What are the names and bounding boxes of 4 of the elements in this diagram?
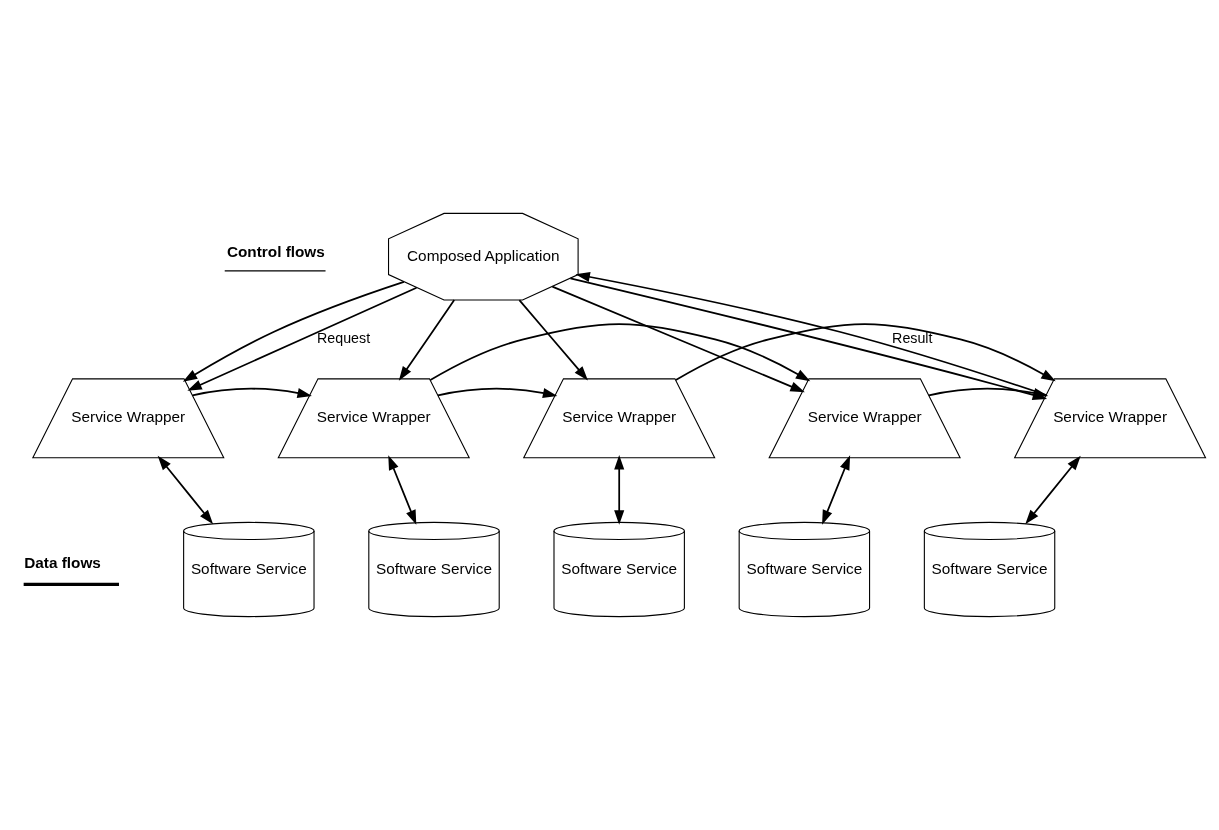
edge-label: Result	[892, 330, 933, 347]
edge-label: Request	[317, 330, 371, 347]
legend-label: Control flows	[226, 242, 325, 260]
legend-label: Data flows	[24, 553, 101, 571]
